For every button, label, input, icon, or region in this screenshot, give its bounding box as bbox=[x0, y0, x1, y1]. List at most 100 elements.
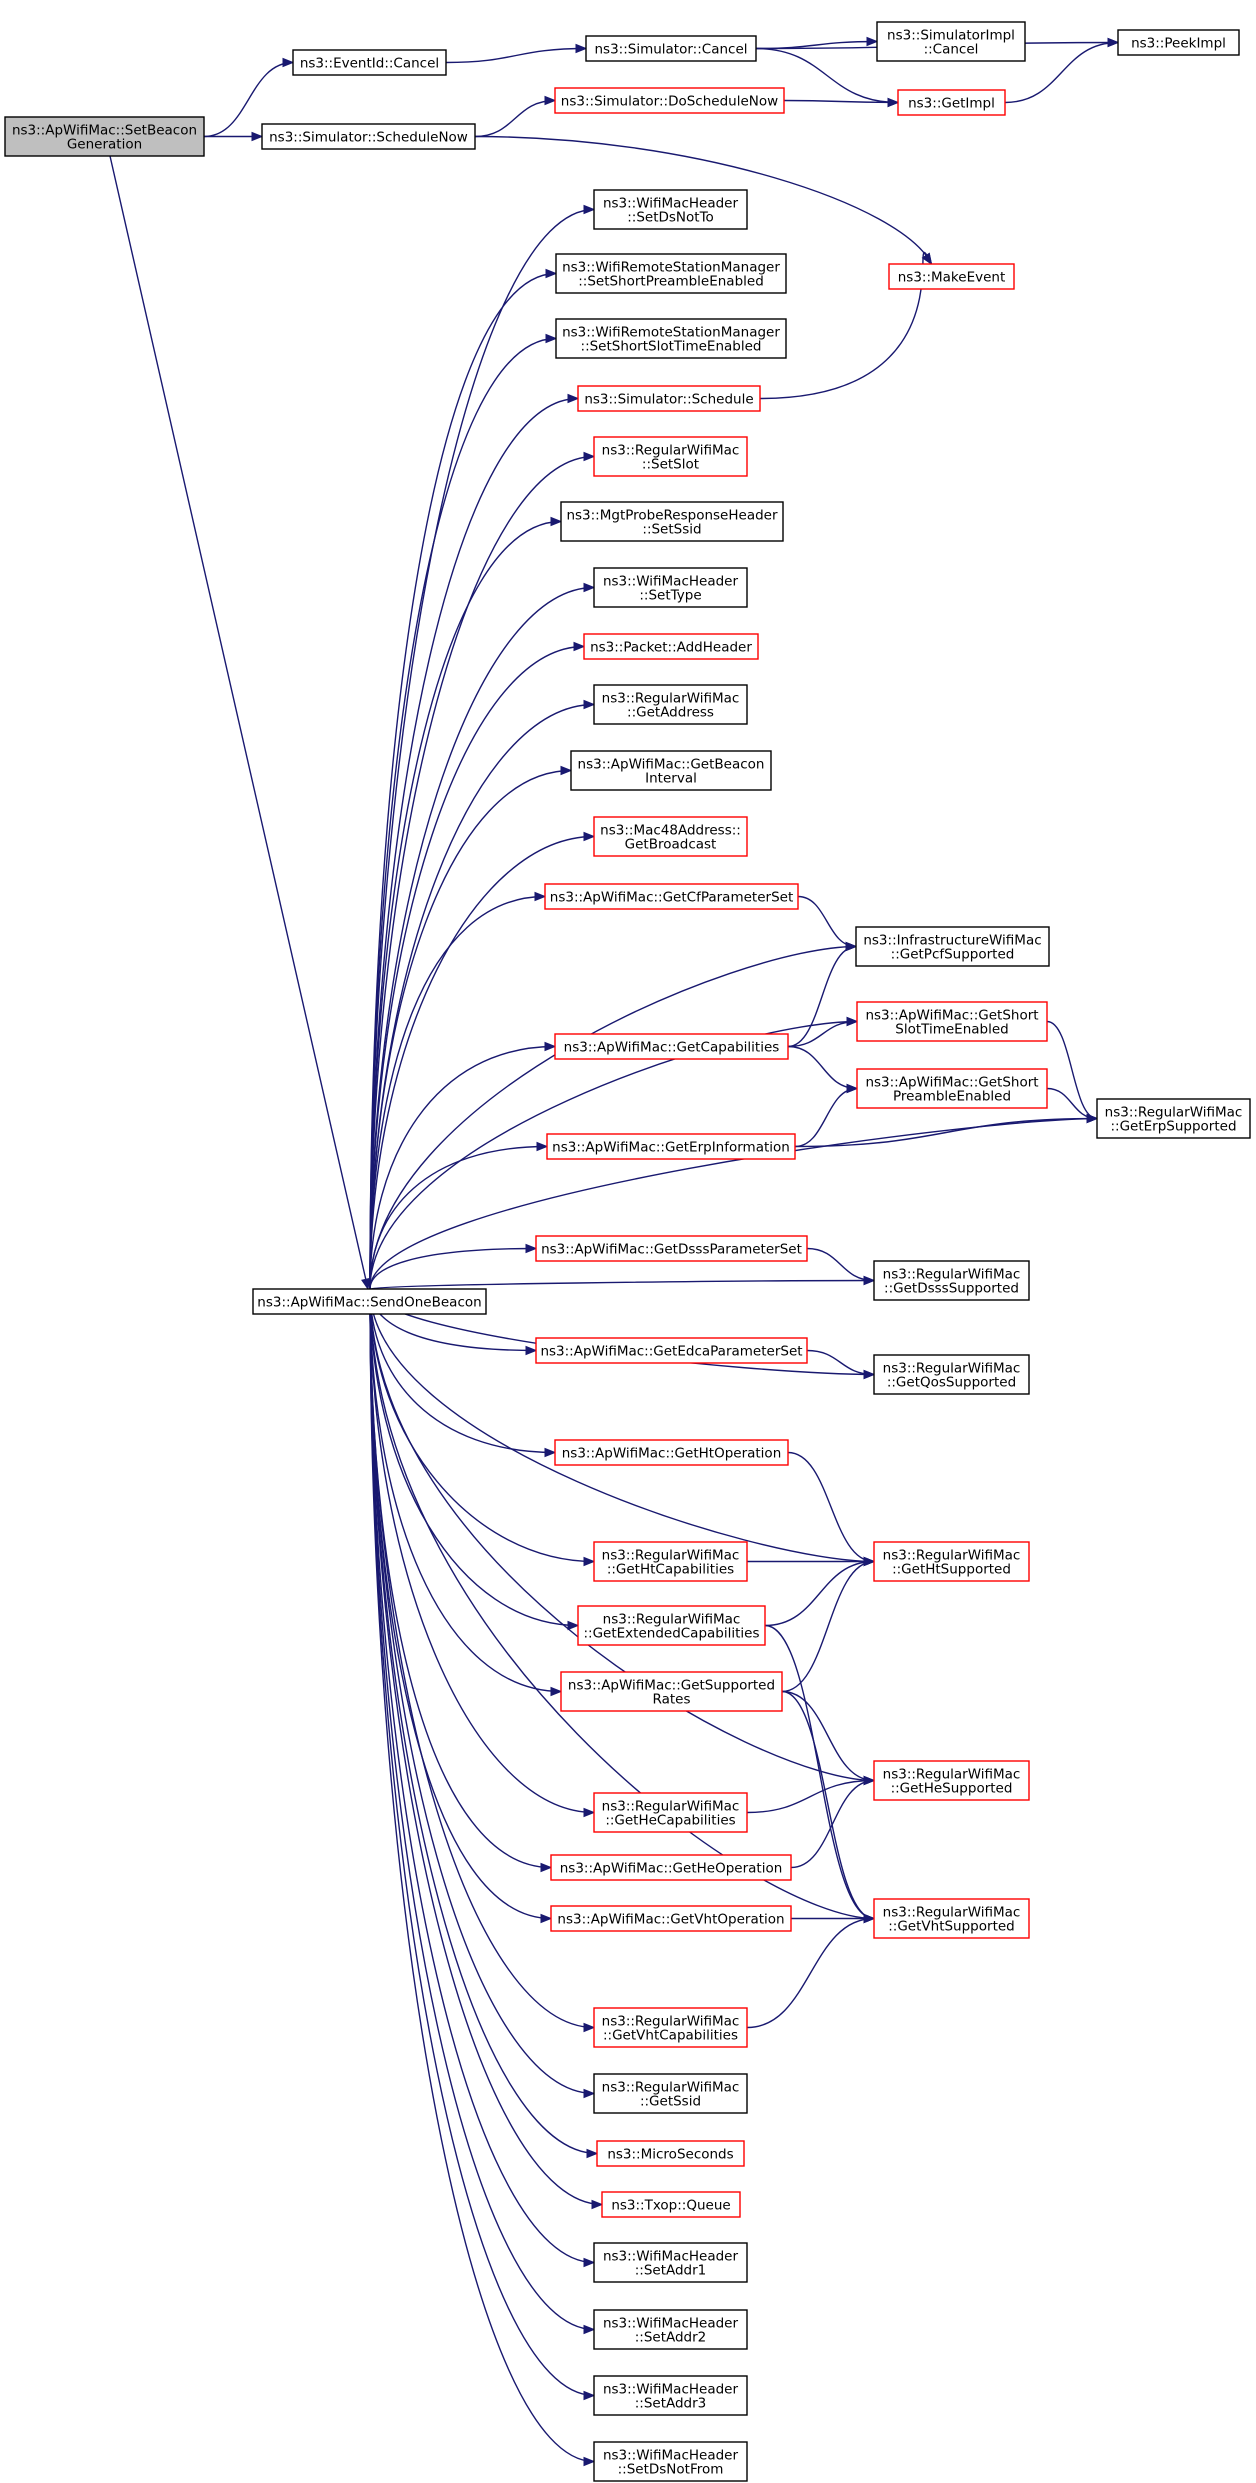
node-geterpinfo[interactable]: ns3::ApWifiMac::GetErpInformation bbox=[546, 1133, 796, 1160]
node-box[interactable] bbox=[596, 2140, 745, 2167]
node-gethtop[interactable]: ns3::ApWifiMac::GetHtOperation bbox=[554, 1439, 789, 1466]
node-box[interactable] bbox=[593, 2073, 748, 2114]
node-box[interactable] bbox=[546, 1133, 796, 1160]
node-gethtcap[interactable]: ns3::RegularWifiMac::GetHtCapabilities bbox=[593, 1541, 748, 1582]
node-setssid[interactable]: ns3::MgtProbeResponseHeader::SetSsid bbox=[560, 501, 784, 542]
node-setshortpre[interactable]: ns3::WifiRemoteStationManager::SetShortP… bbox=[555, 253, 787, 294]
node-box[interactable] bbox=[856, 1068, 1048, 1109]
node-getpcfsup[interactable]: ns3::InfrastructureWifiMac::GetPcfSuppor… bbox=[855, 926, 1050, 967]
node-box[interactable] bbox=[535, 1235, 808, 1262]
node-box[interactable] bbox=[593, 1792, 748, 1833]
node-gethesup[interactable]: ns3::RegularWifiMac::GetHeSupported bbox=[873, 1760, 1030, 1801]
node-box[interactable] bbox=[873, 1260, 1030, 1301]
node-box[interactable] bbox=[535, 1337, 808, 1364]
node-box[interactable] bbox=[550, 1854, 792, 1881]
node-box[interactable] bbox=[593, 2441, 748, 2482]
node-getqossup[interactable]: ns3::RegularWifiMac::GetQosSupported bbox=[873, 1354, 1030, 1395]
node-box[interactable] bbox=[577, 1605, 766, 1646]
node-box[interactable] bbox=[1096, 1098, 1251, 1139]
node-setdsnotfrom[interactable]: ns3::WifiMacHeader::SetDsNotFrom bbox=[593, 2441, 748, 2482]
node-box[interactable] bbox=[583, 633, 759, 660]
node-box[interactable] bbox=[1117, 29, 1240, 56]
node-box[interactable] bbox=[544, 883, 799, 910]
node-doschednow[interactable]: ns3::Simulator::DoScheduleNow bbox=[554, 87, 785, 114]
node-box[interactable] bbox=[897, 89, 1006, 116]
node-box[interactable] bbox=[292, 49, 447, 76]
node-gethtsup[interactable]: ns3::RegularWifiMac::GetHtSupported bbox=[873, 1541, 1030, 1582]
node-box[interactable] bbox=[252, 1288, 487, 1315]
node-box[interactable] bbox=[261, 123, 476, 150]
node-box[interactable] bbox=[554, 1439, 789, 1466]
node-gethecap[interactable]: ns3::RegularWifiMac::GetHeCapabilities bbox=[593, 1792, 748, 1833]
node-box[interactable] bbox=[873, 1541, 1030, 1582]
node-setdsnotto[interactable]: ns3::WifiMacHeader::SetDsNotTo bbox=[593, 189, 748, 230]
node-box[interactable] bbox=[555, 253, 787, 294]
node-box[interactable] bbox=[577, 385, 761, 412]
node-box[interactable] bbox=[888, 263, 1015, 290]
node-box[interactable] bbox=[873, 1898, 1030, 1939]
node-getbroadcast[interactable]: ns3::Mac48Address::GetBroadcast bbox=[593, 816, 748, 857]
node-simimplcancel[interactable]: ns3::SimulatorImpl::Cancel bbox=[876, 21, 1026, 62]
node-setaddr2[interactable]: ns3::WifiMacHeader::SetAddr2 bbox=[593, 2309, 748, 2350]
node-box[interactable] bbox=[593, 2309, 748, 2350]
node-getheop[interactable]: ns3::ApWifiMac::GetHeOperation bbox=[550, 1854, 792, 1881]
node-box[interactable] bbox=[593, 436, 748, 477]
node-box[interactable] bbox=[873, 1760, 1030, 1801]
node-box[interactable] bbox=[554, 1033, 789, 1060]
node-setaddr1[interactable]: ns3::WifiMacHeader::SetAddr1 bbox=[593, 2242, 748, 2283]
node-getssid[interactable]: ns3::RegularWifiMac::GetSsid bbox=[593, 2073, 748, 2114]
node-box[interactable] bbox=[593, 2007, 748, 2048]
node-addheader[interactable]: ns3::Packet::AddHeader bbox=[583, 633, 759, 660]
node-sendonebeacon[interactable]: ns3::ApWifiMac::SendOneBeacon bbox=[252, 1288, 487, 1315]
node-eventcancel[interactable]: ns3::EventId::Cancel bbox=[292, 49, 447, 76]
node-box[interactable] bbox=[593, 2242, 748, 2283]
node-box[interactable] bbox=[593, 189, 748, 230]
node-getvhtsup[interactable]: ns3::RegularWifiMac::GetVhtSupported bbox=[873, 1898, 1030, 1939]
node-peekimpl[interactable]: ns3::PeekImpl bbox=[1117, 29, 1240, 56]
node-box[interactable] bbox=[593, 2375, 748, 2416]
node-getdssssup[interactable]: ns3::RegularWifiMac::GetDsssSupported bbox=[873, 1260, 1030, 1301]
node-getvhtcap[interactable]: ns3::RegularWifiMac::GetVhtCapabilities bbox=[593, 2007, 748, 2048]
node-getcapabilities[interactable]: ns3::ApWifiMac::GetCapabilities bbox=[554, 1033, 789, 1060]
node-getcfparam[interactable]: ns3::ApWifiMac::GetCfParameterSet bbox=[544, 883, 799, 910]
node-simschedule[interactable]: ns3::Simulator::Schedule bbox=[577, 385, 761, 412]
node-box[interactable] bbox=[554, 87, 785, 114]
node-microsec[interactable]: ns3::MicroSeconds bbox=[596, 2140, 745, 2167]
node-box[interactable] bbox=[555, 318, 787, 359]
node-setshortslot[interactable]: ns3::WifiRemoteStationManager::SetShortS… bbox=[555, 318, 787, 359]
node-getextcap[interactable]: ns3::RegularWifiMac::GetExtendedCapabili… bbox=[577, 1605, 766, 1646]
node-box[interactable] bbox=[593, 684, 748, 725]
node-box[interactable] bbox=[876, 21, 1026, 62]
node-geterpsup[interactable]: ns3::RegularWifiMac::GetErpSupported bbox=[1096, 1098, 1251, 1139]
node-setaddr3[interactable]: ns3::WifiMacHeader::SetAddr3 bbox=[593, 2375, 748, 2416]
node-box[interactable] bbox=[593, 1541, 748, 1582]
node-box[interactable] bbox=[585, 35, 757, 62]
node-settype[interactable]: ns3::WifiMacHeader::SetType bbox=[593, 567, 748, 608]
node-box[interactable] bbox=[855, 926, 1050, 967]
node-box[interactable] bbox=[593, 567, 748, 608]
node-txopqueue[interactable]: ns3::Txop::Queue bbox=[601, 2191, 741, 2218]
node-box[interactable] bbox=[873, 1354, 1030, 1395]
node-simcancel[interactable]: ns3::Simulator::Cancel bbox=[585, 35, 757, 62]
node-box[interactable] bbox=[593, 816, 748, 857]
node-getdsssparam[interactable]: ns3::ApWifiMac::GetDsssParameterSet bbox=[535, 1235, 808, 1262]
node-box[interactable] bbox=[550, 1905, 792, 1932]
node-getimpl[interactable]: ns3::GetImpl bbox=[897, 89, 1006, 116]
node-box[interactable] bbox=[856, 1001, 1048, 1042]
node-box[interactable] bbox=[560, 501, 784, 542]
node-box[interactable] bbox=[4, 116, 205, 157]
node-getaddress[interactable]: ns3::RegularWifiMac::GetAddress bbox=[593, 684, 748, 725]
node-getvhtop[interactable]: ns3::ApWifiMac::GetVhtOperation bbox=[550, 1905, 792, 1932]
node-schednow[interactable]: ns3::Simulator::ScheduleNow bbox=[261, 123, 476, 150]
node-makeevent[interactable]: ns3::MakeEvent bbox=[888, 263, 1015, 290]
node-box[interactable] bbox=[570, 750, 772, 791]
node-box[interactable] bbox=[601, 2191, 741, 2218]
node-box[interactable] bbox=[560, 1671, 783, 1712]
node-getedcaparam[interactable]: ns3::ApWifiMac::GetEdcaParameterSet bbox=[535, 1337, 808, 1364]
node-setslot[interactable]: ns3::RegularWifiMac::SetSlot bbox=[593, 436, 748, 477]
